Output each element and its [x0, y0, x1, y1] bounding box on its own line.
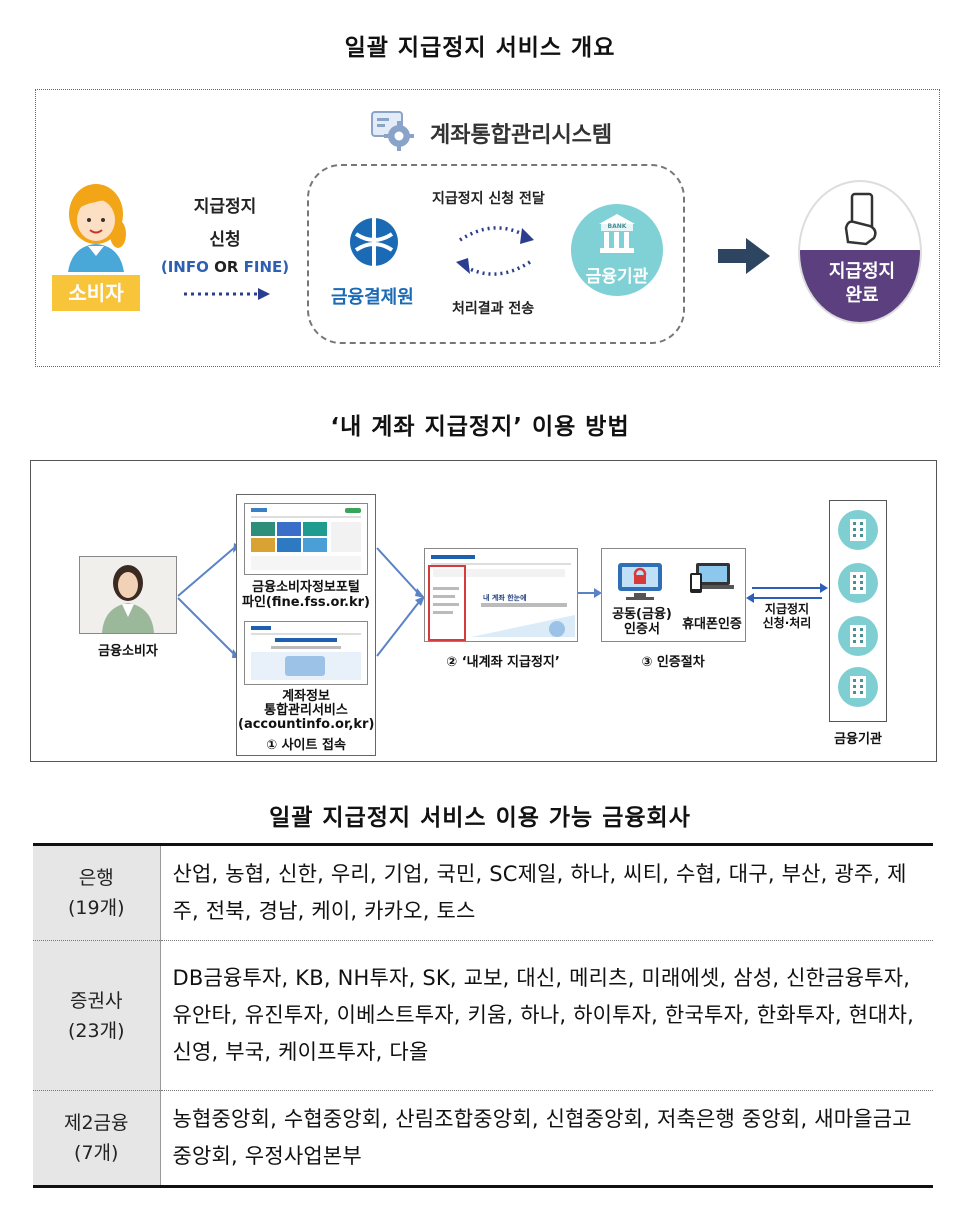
- bank-label: 금융기관: [585, 267, 649, 287]
- category-cell: 은행 (19개): [33, 843, 161, 941]
- category-count: (23개): [68, 1019, 125, 1042]
- converge-arrows-icon: [376, 547, 425, 657]
- consumer-label: 소비자: [52, 275, 140, 311]
- bank-circle: BANK 금융기관: [571, 204, 663, 296]
- consumer-caption: 금융소비자: [98, 644, 158, 659]
- split-arrows-icon: [177, 543, 240, 658]
- fine-site-screenshot-icon: [245, 504, 367, 574]
- fine-site-caption: 금융소비자정보포털 파인(fine.fss.or.kr): [238, 580, 374, 610]
- fine-site-thumbnail: [244, 503, 368, 575]
- forward-label: 지급정지 신청 전달: [432, 191, 545, 207]
- double-arrow-icon: [746, 583, 828, 603]
- process-caption: 지급정지 신청·처리: [750, 602, 824, 630]
- table-row: 제2금융 (7개) 농협중앙회, 수협중앙회, 산림조합중앙회, 신협중앙회, …: [33, 1090, 933, 1188]
- exchange-arrows-icon: [456, 226, 534, 276]
- companies-cell: 농협중앙회, 수협중앙회, 산림조합중앙회, 신협중앙회, 저축은행 중앙회, …: [160, 1090, 933, 1188]
- building-icon: [850, 625, 866, 647]
- accountinfo-site-thumbnail: [244, 621, 368, 685]
- category-name: 증권사: [70, 989, 123, 1012]
- accountinfo-caption-line3: (accountinfo.or,kr): [238, 717, 375, 732]
- system-gear-icon: [371, 111, 414, 151]
- institution-3: [838, 616, 878, 656]
- usage-diagram: [30, 460, 937, 762]
- mobile-auth-icon: [690, 563, 734, 593]
- account-stop-page-thumbnail: 내 계좌 한눈에: [424, 548, 578, 642]
- table-row: 증권사 (23개) DB금융투자, KB, NH투자, SK, 교보, 대신, …: [33, 940, 933, 1091]
- request-info: (INFO: [160, 258, 209, 276]
- companies-cell: 산업, 농협, 신한, 우리, 기업, 국민, SC제일, 하나, 씨티, 수협…: [160, 843, 933, 941]
- overview-diagram: [35, 89, 940, 367]
- kftc-logo-icon: [350, 218, 398, 266]
- request-fine: FINE): [243, 258, 290, 276]
- step3-label: ③ 인증절차: [641, 655, 705, 670]
- building-icon: [850, 519, 866, 541]
- kftc-label: 금융결제원: [331, 287, 414, 308]
- institution-4: [838, 667, 878, 707]
- done-circle: 지급정지 완료: [798, 180, 922, 324]
- done-band: [800, 250, 920, 322]
- request-line2: 신청: [209, 230, 241, 250]
- page-banner: 내 계좌 한눈에: [483, 594, 527, 602]
- cert1-line2: 인증서: [624, 622, 660, 637]
- category-name: 제2금융: [63, 1112, 129, 1134]
- companies-cell: DB금융투자, KB, NH투자, SK, 교보, 대신, 메리츠, 미래에셋,…: [160, 940, 933, 1091]
- institution-1: [838, 510, 878, 550]
- usage-title: ‘내 계좌 지급정지’ 이용 방법: [330, 414, 630, 440]
- category-cell: 증권사 (23개): [33, 940, 161, 1091]
- accountinfo-site-screenshot-icon: [245, 622, 367, 684]
- cert1-caption: 공동(금융) 인증서: [606, 607, 678, 637]
- account-stop-page-icon: [425, 549, 577, 641]
- process-line2: 신청·처리: [762, 616, 812, 630]
- phone-hand-icon: [844, 192, 877, 246]
- return-label: 처리결과 전송: [452, 301, 535, 317]
- step1-label: ① 사이트 접속: [266, 738, 346, 753]
- request-or: OR: [208, 258, 244, 276]
- table-row: 은행 (19개) 산업, 농협, 신한, 우리, 기업, 국민, SC제일, 하…: [33, 843, 933, 941]
- building-icon: [850, 676, 866, 698]
- consumer-photo-frame: [79, 556, 177, 634]
- category-count: (7개): [74, 1142, 119, 1164]
- certificate-lock-icon: [618, 563, 662, 600]
- request-line1: 지급정지: [193, 197, 257, 217]
- institutions-caption: 금융기관: [834, 732, 882, 747]
- request-channels: (INFO OR FINE): [160, 258, 290, 276]
- cert-frame: 공동(금융) 인증서 휴대폰인증: [601, 548, 746, 642]
- companies-table: 은행 (19개) 산업, 농협, 신한, 우리, 기업, 국민, SC제일, 하…: [33, 843, 933, 1188]
- to-cert-arrow-icon: [578, 588, 602, 598]
- fine-caption-line2: 파인(fine.fss.or.kr): [241, 595, 370, 610]
- accountinfo-caption-line2: 통합관리서비스: [264, 703, 348, 718]
- category-name: 은행: [78, 867, 114, 889]
- process-line1: 지급정지: [764, 602, 810, 616]
- dotted-arrow-icon: [184, 288, 270, 300]
- cert1-line1: 공동(금융): [612, 607, 672, 622]
- system-title: 계좌통합관리시스템: [430, 123, 613, 148]
- building-icon: [850, 572, 866, 594]
- category-cell: 제2금융 (7개): [33, 1090, 161, 1188]
- category-count: (19개): [68, 897, 125, 919]
- bank-building-icon: [599, 214, 635, 253]
- consumer-woman-icon: [80, 557, 176, 633]
- companies-title: 일괄 지급정지 서비스 이용 가능 금융회사: [269, 805, 691, 831]
- accountinfo-caption: 계좌정보 통합관리서비스 (accountinfo.or,kr): [238, 690, 374, 732]
- overview-title: 일괄 지급정지 서비스 개요: [344, 35, 616, 61]
- fine-caption-line1: 금융소비자정보포털: [252, 580, 360, 595]
- accountinfo-caption-line1: 계좌정보: [282, 689, 330, 704]
- bank-sign: BANK: [607, 223, 627, 230]
- big-arrow-icon: [718, 238, 770, 274]
- cert2-caption: 휴대폰인증: [682, 617, 742, 632]
- step2-label: ② ‘내계좌 지급정지’: [446, 655, 560, 670]
- done-label: 지급정지 완료: [828, 261, 896, 306]
- consumer-avatar-icon: [68, 184, 126, 272]
- clearing-group: [307, 164, 685, 344]
- institution-2: [838, 563, 878, 603]
